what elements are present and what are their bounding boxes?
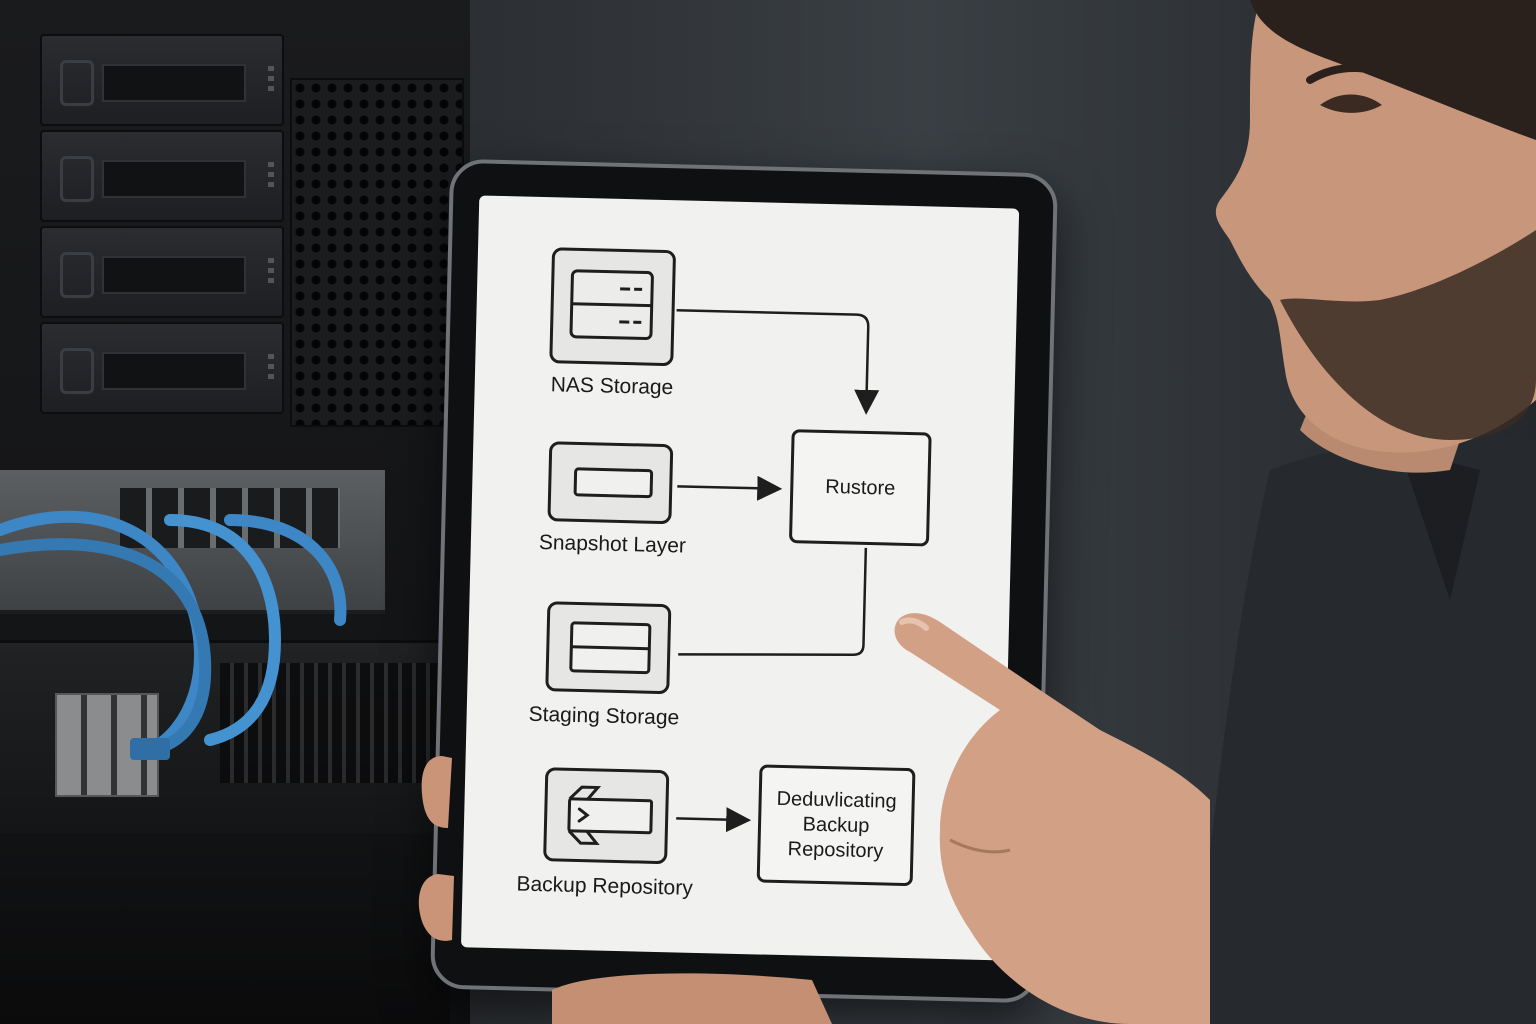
patch-panel-vents (220, 663, 440, 783)
snapshot-layer-node (547, 441, 674, 525)
nas-storage-node (549, 247, 677, 367)
drive-bay (40, 34, 284, 126)
network-cables (0, 510, 347, 760)
shirt-collar (1400, 450, 1480, 600)
drive-leds (268, 66, 274, 96)
knuckle-crease (949, 838, 1011, 854)
backup-to-dedup-arrow (676, 807, 752, 833)
blue-cable (164, 514, 282, 746)
nas-to-rustore-arrow (676, 309, 880, 415)
staging-storage-node (545, 601, 672, 695)
drive-handle (60, 156, 94, 202)
backup-repository-label: Backup Repository (516, 872, 694, 900)
tablet: NAS Storage Snapshot Layer Rustore Stagi… (429, 158, 1059, 1004)
storage-shelf-icon (569, 621, 652, 675)
rustore-to-staging-line (678, 547, 868, 656)
drive-handle (60, 60, 94, 106)
diagram-connectors (676, 309, 880, 833)
left-finger (421, 756, 452, 828)
drive-handle (60, 348, 94, 394)
nas-storage-label: NAS Storage (550, 373, 674, 400)
beard (1280, 230, 1536, 440)
tablet-screen: NAS Storage Snapshot Layer Rustore Stagi… (460, 195, 1020, 961)
server-rack (0, 0, 470, 1024)
holding-hand-bottom (552, 973, 832, 1024)
drive-leds (268, 354, 274, 384)
blue-cable (0, 538, 212, 756)
cable-connector (130, 738, 170, 760)
fingernail (899, 617, 929, 631)
snapshot-layer-label: Snapshot Layer (538, 530, 687, 558)
drive-handle (60, 252, 94, 298)
rustore-label: Rustore (825, 475, 896, 500)
drive-bay (40, 322, 284, 414)
pointing-hand (894, 613, 1210, 1024)
dark-shirt (1190, 436, 1536, 1024)
eyebrow (1306, 64, 1404, 84)
drive-leds (268, 162, 274, 192)
drive-bay (40, 130, 284, 222)
drive-slot (102, 64, 246, 102)
server-drives-icon (569, 269, 654, 341)
drive-slot (102, 160, 246, 198)
person (1190, 0, 1536, 1024)
drive-slot-icon (573, 467, 654, 499)
eye (1320, 94, 1382, 113)
staging-storage-label: Staging Storage (528, 702, 680, 730)
dedup-line-2: Backup (802, 813, 870, 837)
left-palm (552, 973, 832, 1024)
hand-and-index-finger (894, 613, 1210, 1024)
hair (1250, 0, 1536, 140)
backup-repository-node (543, 767, 670, 865)
holding-hand-fingers (418, 756, 454, 941)
snapshot-to-rustore-arrow (677, 475, 783, 501)
drive-slot (102, 352, 246, 390)
dedup-line-1: Deduvlicating (776, 787, 897, 813)
patch-panel (0, 640, 450, 833)
drive-bay (40, 226, 284, 318)
rustore-box: Rustore (788, 429, 932, 547)
dedup-line-3: Repository (787, 837, 884, 862)
drive-slot (102, 256, 246, 294)
ventilation-mesh (290, 78, 464, 427)
terminal-prompt-icon (567, 785, 654, 846)
blue-cable (224, 514, 347, 626)
rack-unit (0, 840, 450, 1024)
drive-leds (268, 258, 274, 288)
left-finger (418, 874, 454, 941)
